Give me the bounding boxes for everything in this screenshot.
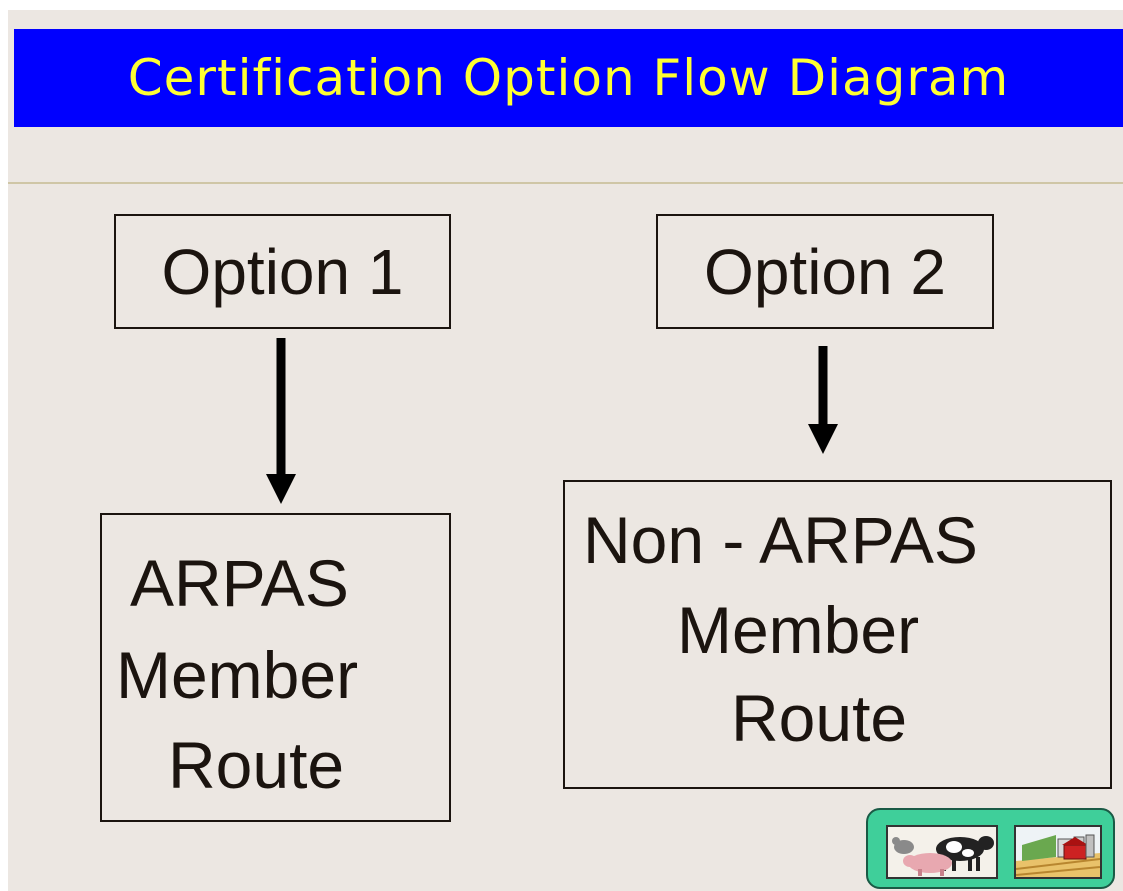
livestock-icon[interactable] xyxy=(886,825,998,879)
route-1-line-3: Route xyxy=(168,728,345,802)
route-2-line-3: Route xyxy=(731,681,908,755)
left-margin xyxy=(0,0,8,891)
title-bar: Certification Option Flow Diagram xyxy=(14,29,1123,127)
top-margin xyxy=(0,0,1123,10)
option-1-label: Option 1 xyxy=(161,235,404,308)
nav-panel xyxy=(866,808,1115,889)
option-2-label: Option 2 xyxy=(704,235,946,308)
arpas-member-route-box: ARPAS Member Route xyxy=(100,513,451,822)
option-1-arrow xyxy=(266,338,296,504)
option-2-box: Option 2 xyxy=(656,214,994,329)
page-title: Certification Option Flow Diagram xyxy=(127,49,1010,107)
route-1-line-1: ARPAS xyxy=(130,546,349,620)
non-arpas-member-route-box: Non - ARPAS Member Route xyxy=(563,480,1112,789)
route-1-line-2: Member xyxy=(116,638,359,712)
farm-icon[interactable] xyxy=(1014,825,1102,879)
option-1-box: Option 1 xyxy=(114,214,451,329)
route-2-line-1: Non - ARPAS xyxy=(583,503,978,577)
option-2-arrow xyxy=(808,346,838,454)
route-2-line-2: Member xyxy=(677,593,920,667)
title-divider xyxy=(8,182,1123,184)
